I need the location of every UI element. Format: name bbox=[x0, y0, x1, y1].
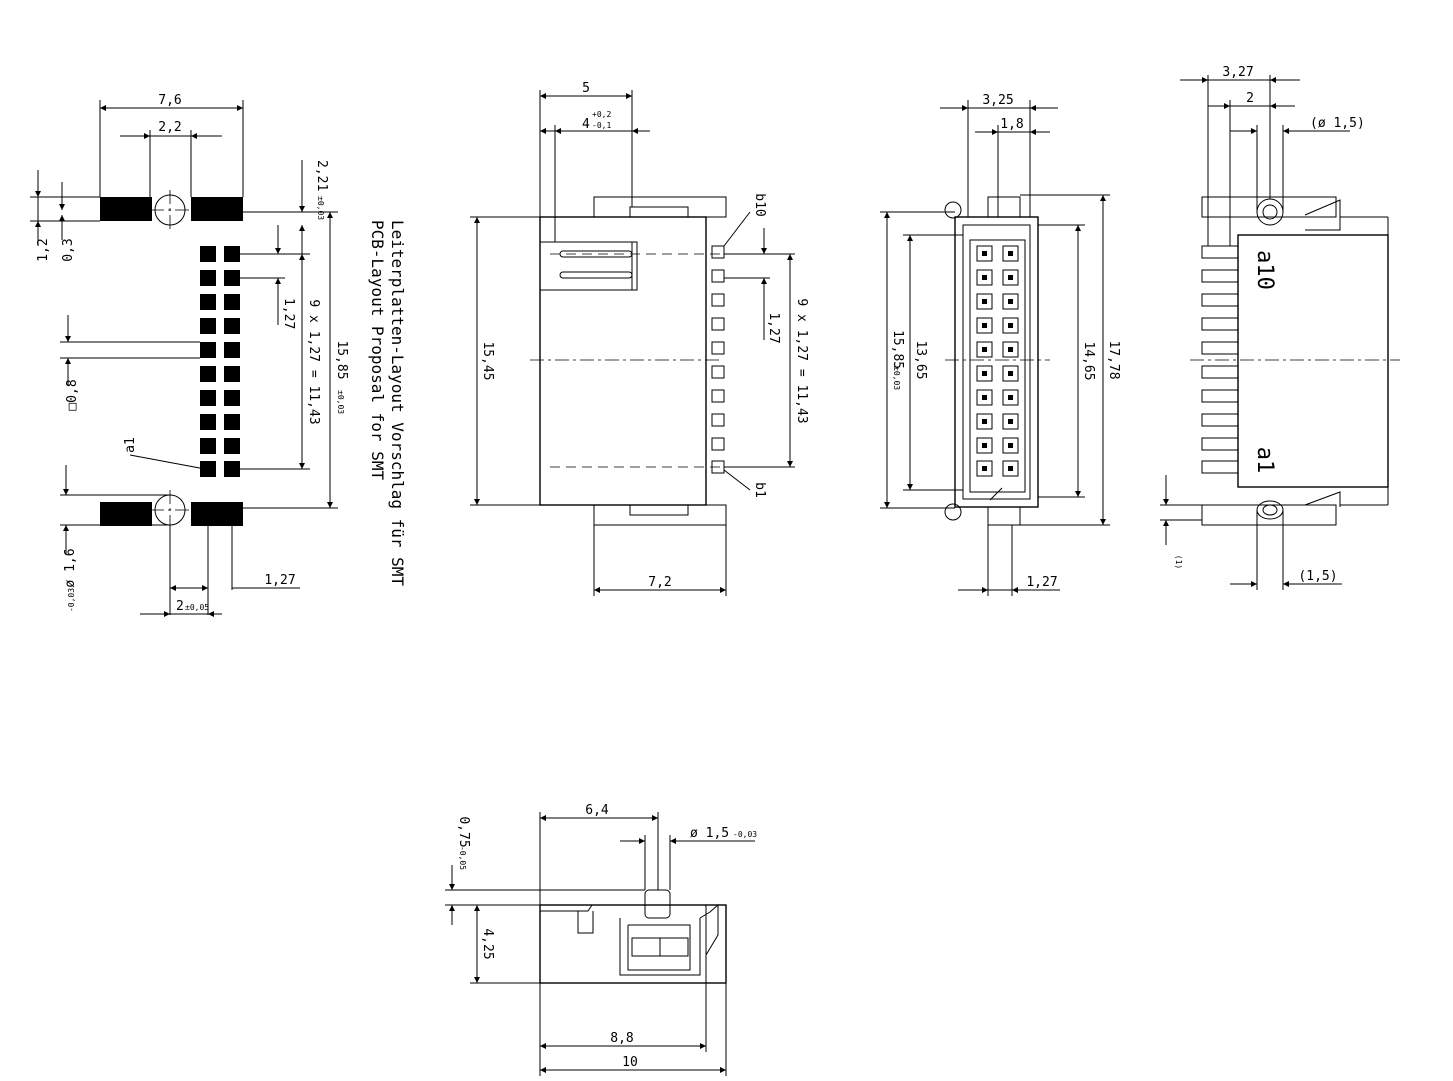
dim-15-85-front: 15,85 bbox=[890, 330, 905, 369]
contact-tabs-right bbox=[1201, 245, 1239, 474]
dim-6-4: 6,4 bbox=[585, 803, 609, 818]
dim-7-2: 7,2 bbox=[648, 575, 671, 590]
dim-2-bottom: 2 bbox=[176, 599, 184, 614]
pcb-layout-view: 7,6 2,2 1,2 0,3 2,21 ±0,03 9 x 1,27 = 11… bbox=[30, 93, 407, 617]
contact-tabs bbox=[711, 245, 725, 474]
peg-top bbox=[1256, 198, 1284, 226]
title-en: PCB-Layout Proposal for SMT bbox=[368, 220, 387, 480]
dim-4-plus: +0,2 bbox=[592, 110, 611, 119]
dim-4: 4 bbox=[582, 117, 590, 132]
dim-0-75: 0,75 bbox=[456, 816, 471, 847]
dim-2-21: 2,21 bbox=[314, 160, 329, 191]
dim-2-bottom-tol: ±0,05 bbox=[185, 603, 209, 612]
label-a1-right: a1 bbox=[1252, 447, 1277, 474]
dim-5: 5 bbox=[582, 81, 590, 96]
front-view: 3,25 1,8 15,85 ±0,03 13,65 14,65 17,78 1… bbox=[880, 93, 1121, 596]
side-view: 5 4 +0,2 -0,1 15,45 b10 b1 1,27 9 x 1,27… bbox=[470, 81, 809, 596]
dim-3-25: 3,25 bbox=[982, 93, 1013, 108]
pad-large-top-right bbox=[191, 197, 243, 221]
pad-large-bottom-left bbox=[100, 502, 152, 526]
body-outline bbox=[539, 216, 707, 506]
pad-array bbox=[200, 246, 240, 477]
dim-dia-1-5-bottom: ø 1,5 bbox=[690, 826, 729, 841]
dim-dia-1-5-bottom-tol: -0,03 bbox=[733, 830, 757, 839]
dim-1-right: (1) bbox=[1174, 555, 1183, 569]
dim-10: 10 bbox=[622, 1055, 638, 1070]
dim-dia-1-6: ø 1,6 bbox=[63, 548, 78, 587]
bottom-view: 6,4 ø 1,5 -0,03 0,75 -0,05 4,25 8,8 10 bbox=[445, 803, 757, 1076]
dim-1-27-front: 1,27 bbox=[1026, 575, 1057, 590]
dim-1-27-side: 1,27 bbox=[766, 312, 781, 343]
dim-4-minus: -0,1 bbox=[592, 121, 611, 130]
dim-13-65: 13,65 bbox=[913, 340, 928, 379]
contact-grid bbox=[976, 245, 1019, 477]
label-a1-pcb: a1 bbox=[123, 437, 138, 453]
dim-1-27-pitch: 1,27 bbox=[281, 298, 296, 329]
dim-9x127-side: 9 x 1,27 = 11,43 bbox=[794, 298, 809, 423]
dim-1-2: 1,2 bbox=[36, 238, 51, 261]
dim-17-78: 17,78 bbox=[1106, 340, 1121, 379]
title-de: Leiterplatten-Layout Vorschlag für SMT bbox=[388, 220, 407, 586]
dim-2-21-tol: ±0,03 bbox=[316, 196, 325, 220]
dim-1-27-bottom: 1,27 bbox=[264, 573, 295, 588]
pad-large-top-left bbox=[100, 197, 152, 221]
dim-9x127-pcb: 9 x 1,27 = 11,43 bbox=[306, 299, 321, 424]
dim-4-25: 4,25 bbox=[480, 928, 495, 959]
dim-15-85-pcb: 15,85 bbox=[334, 340, 349, 379]
dim-15-85-front-tol: ±0,03 bbox=[892, 366, 901, 390]
dim-sq-0-8: □0,8 bbox=[65, 379, 80, 410]
dim-3-27: 3,27 bbox=[1222, 65, 1253, 80]
dim-14-65: 14,65 bbox=[1081, 341, 1096, 380]
dim-15-85-pcb-tol: ±0,03 bbox=[336, 390, 345, 414]
dim-7-6: 7,6 bbox=[158, 93, 181, 108]
label-a10: a10 bbox=[1252, 250, 1277, 290]
dim-2-right: 2 bbox=[1246, 91, 1254, 106]
dim-1-8: 1,8 bbox=[1000, 117, 1023, 132]
dim-dia-1-5-right: (ø 1,5) bbox=[1310, 116, 1365, 131]
label-b10: b10 bbox=[752, 193, 767, 216]
dim-0-75-tol: -0,05 bbox=[458, 846, 467, 870]
bottom-body-outline bbox=[539, 904, 727, 984]
peg-bottom bbox=[1256, 500, 1284, 520]
dim-1-5-right: (1,5) bbox=[1298, 569, 1337, 584]
dim-2-2: 2,2 bbox=[158, 120, 181, 135]
pad-large-bottom-right bbox=[191, 502, 243, 526]
dim-15-45: 15,45 bbox=[480, 341, 495, 380]
dim-dia-1-6-tol: -0,03 bbox=[67, 588, 76, 612]
front-body-outline bbox=[954, 216, 1039, 508]
label-b1: b1 bbox=[752, 482, 767, 498]
right-view: a10 a1 3,27 2 (ø 1,5) (1) (1,5) bbox=[1160, 65, 1400, 590]
peg-bottom-view bbox=[644, 889, 671, 919]
dim-8-8: 8,8 bbox=[610, 1031, 633, 1046]
dim-0-3: 0,3 bbox=[61, 238, 76, 261]
